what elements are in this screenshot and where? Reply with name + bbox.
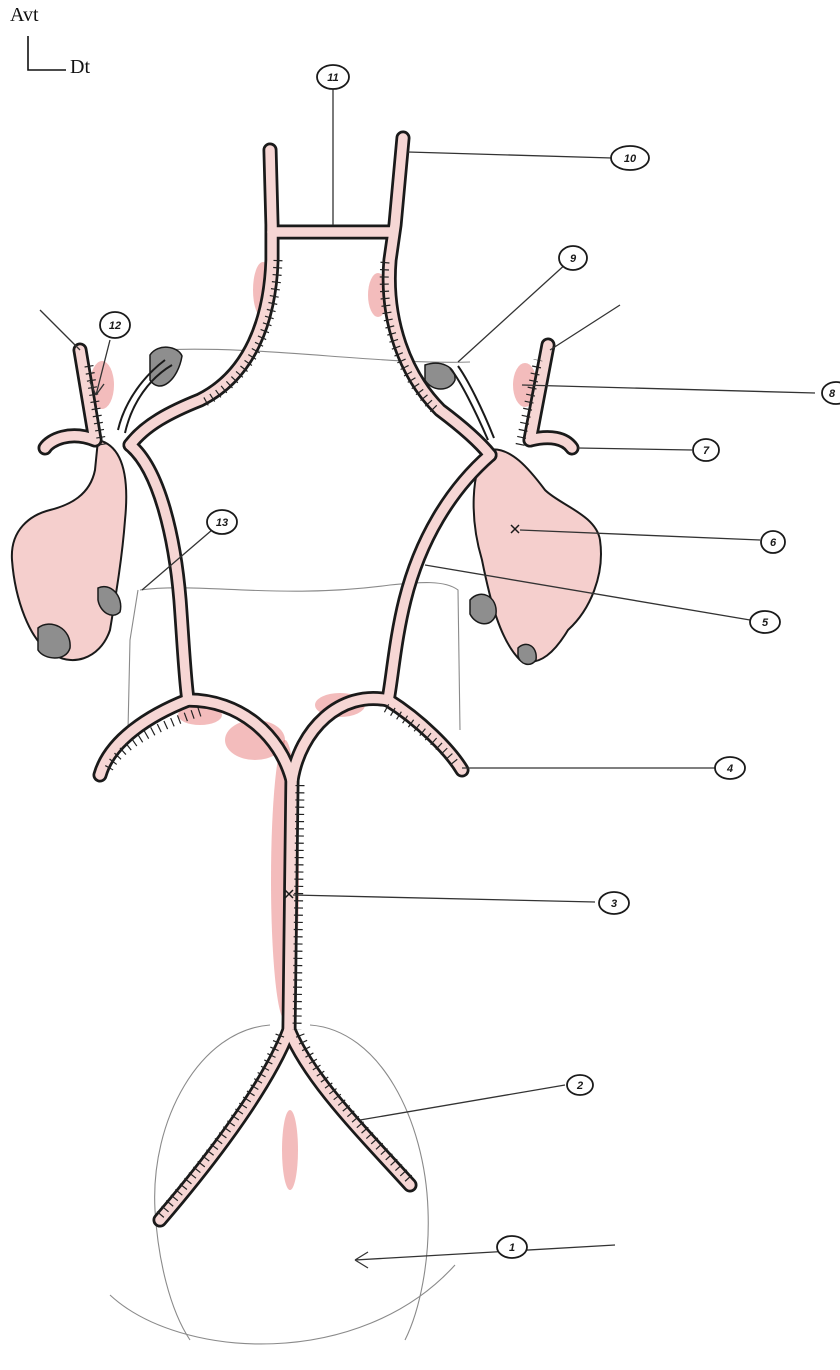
callout-6: 6 xyxy=(761,531,785,553)
vessel-lumen xyxy=(45,138,572,1220)
svg-text:8: 8 xyxy=(829,388,836,400)
svg-text:12: 12 xyxy=(109,320,121,332)
callout-13: 13 xyxy=(207,510,237,534)
callout-12: 12 xyxy=(100,312,130,338)
svg-text:6: 6 xyxy=(770,537,777,549)
left-sac xyxy=(12,440,126,660)
callout-8: 8 xyxy=(822,382,840,404)
leader-lines xyxy=(40,88,815,1268)
callout-9: 9 xyxy=(559,246,587,270)
callout-2: 2 xyxy=(567,1075,593,1095)
orientation-right-label: Dt xyxy=(70,56,90,79)
svg-text:9: 9 xyxy=(570,253,577,265)
callout-5: 5 xyxy=(750,611,780,633)
callout-10: 10 xyxy=(611,146,649,170)
right-sac xyxy=(470,449,601,664)
svg-text:5: 5 xyxy=(762,617,769,629)
right-upper-blob xyxy=(425,363,455,389)
svg-text:1: 1 xyxy=(509,1242,515,1254)
orientation-anterior-label: Avt xyxy=(10,4,39,27)
callout-11: 11 xyxy=(317,65,349,89)
callout-7: 7 xyxy=(693,439,719,461)
orientation-axes xyxy=(28,36,66,70)
callout-3: 3 xyxy=(599,892,629,914)
left-upper-blob xyxy=(150,347,182,386)
callout-1: 1 xyxy=(497,1236,527,1258)
svg-text:13: 13 xyxy=(216,517,228,529)
svg-text:3: 3 xyxy=(611,898,617,910)
svg-text:10: 10 xyxy=(624,153,637,165)
svg-text:7: 7 xyxy=(703,445,710,457)
svg-text:4: 4 xyxy=(726,763,733,775)
callout-4: 4 xyxy=(715,757,745,779)
svg-text:2: 2 xyxy=(576,1080,583,1092)
svg-text:11: 11 xyxy=(327,72,338,84)
